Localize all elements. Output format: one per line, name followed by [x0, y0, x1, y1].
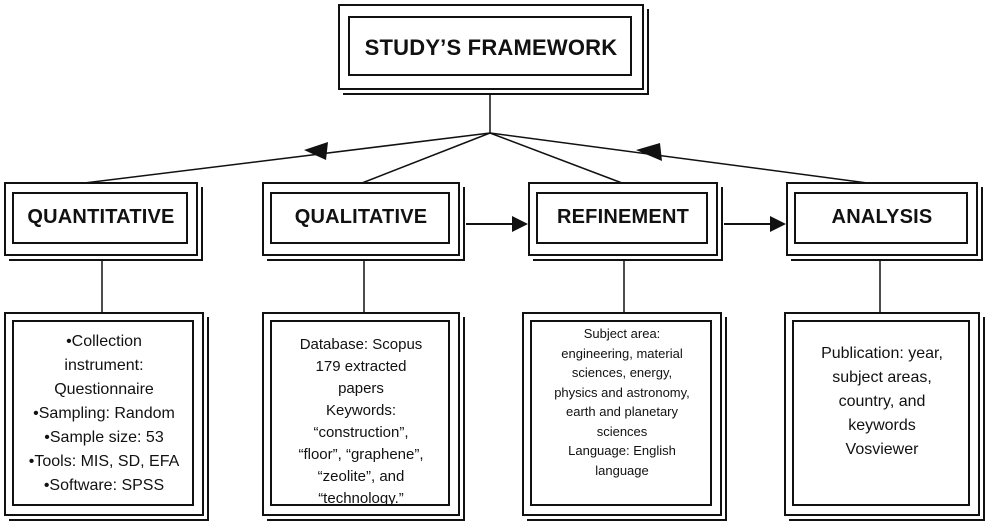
connector-to-refinement — [489, 132, 623, 184]
stage-heading-label: QUANTITATIVE — [27, 206, 175, 228]
stage-heading-label: ANALYSIS — [831, 206, 933, 228]
flow-arrow-1-icon — [512, 216, 528, 232]
stage-heading-qualitative: QUALITATIVE — [262, 182, 465, 261]
stage-details-text: Database: Scopus 179 extracted papers Ke… — [298, 336, 424, 507]
arrowhead-right-icon — [636, 143, 662, 161]
connector-to-quantitative — [59, 132, 491, 187]
title-box: STUDY’S FRAMEWORK — [338, 4, 649, 95]
diagram-title: STUDY’S FRAMEWORK — [364, 35, 618, 60]
stage-heading-quantitative: QUANTITATIVE — [4, 182, 203, 261]
arrowhead-left-icon — [304, 142, 328, 160]
stage-heading-analysis: ANALYSIS — [786, 182, 983, 261]
connector-to-analysis — [489, 132, 891, 187]
stage-heading-label: REFINEMENT — [557, 206, 689, 228]
stage-details-refinement: Subject area: engineering, material scie… — [522, 312, 727, 521]
stage-heading-refinement: REFINEMENT — [528, 182, 723, 261]
stage-details-text: Publication: year, subject areas, countr… — [821, 345, 943, 458]
stage-heading-label: QUALITATIVE — [294, 206, 428, 228]
stage-details-quantitative: •Collection instrument: Questionnaire •S… — [4, 312, 209, 521]
connector-to-qualitative — [361, 132, 491, 184]
flow-arrow-2-icon — [770, 216, 786, 232]
stage-details-text: Subject area: engineering, material scie… — [554, 326, 690, 478]
stage-details-qualitative: Database: Scopus 179 extracted papers Ke… — [262, 312, 465, 521]
stage-details-text: •Collection instrument: Questionnaire •S… — [28, 333, 180, 494]
stage-details-analysis: Publication: year, subject areas, countr… — [784, 312, 985, 521]
